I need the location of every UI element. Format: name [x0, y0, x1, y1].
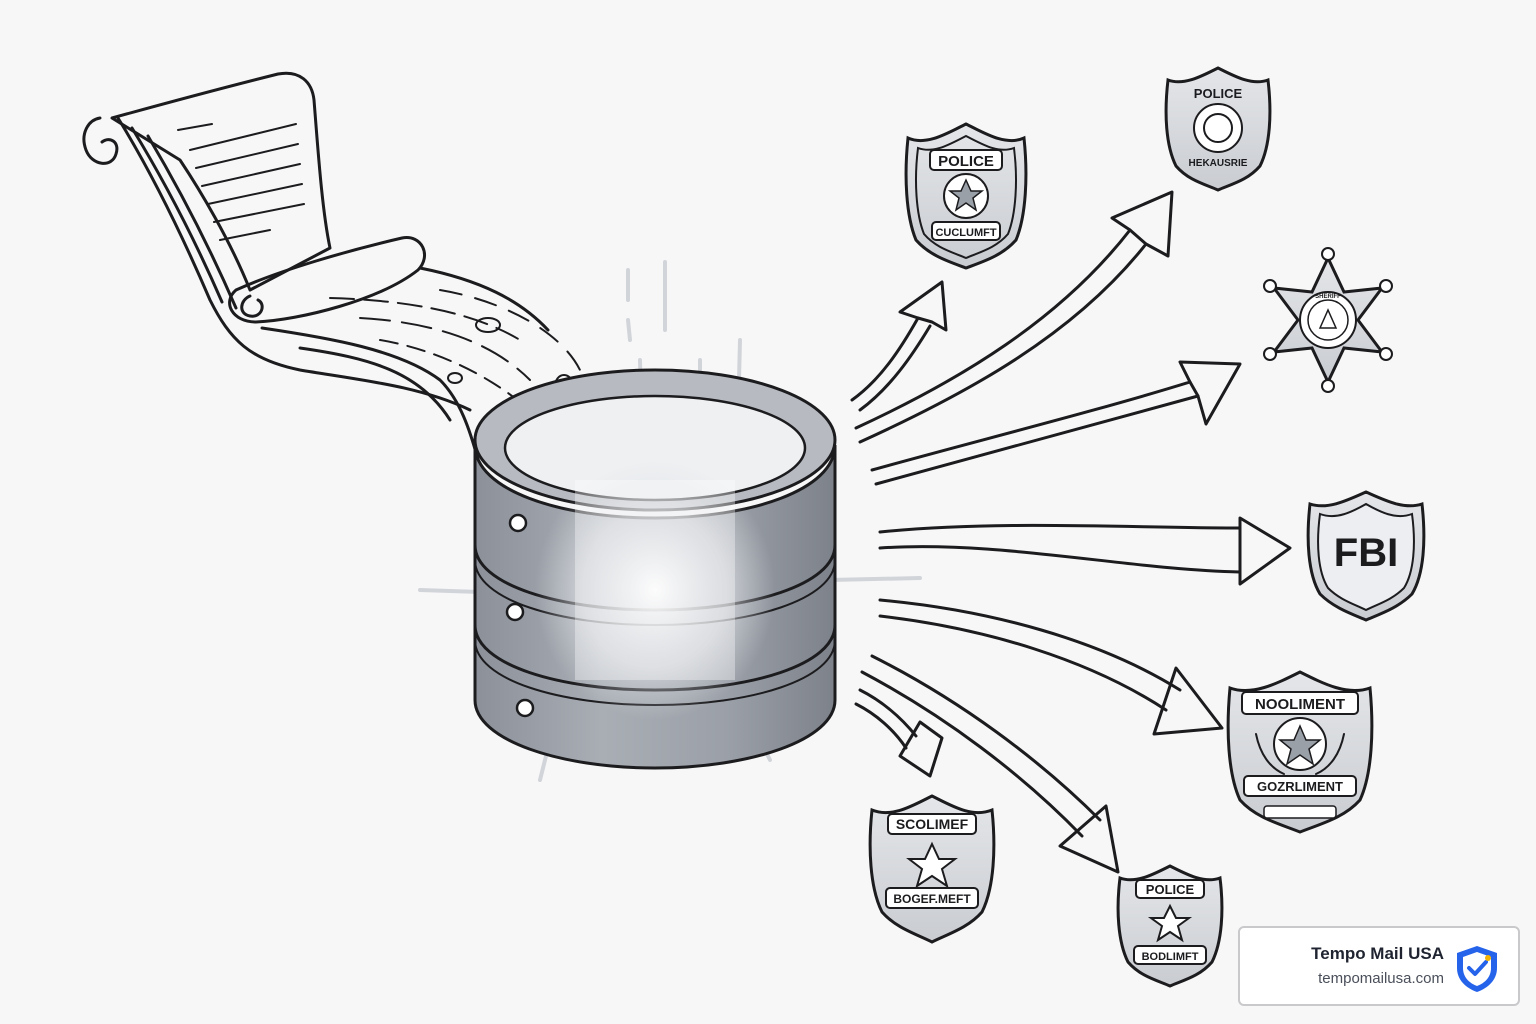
arrow-to-bottom-center-badge [860, 654, 1120, 874]
department-badge-icon: NOOLIMENT GOZRLIMENT [1226, 670, 1374, 834]
badge-top-text: POLICE [1194, 86, 1243, 101]
police-badge-icon: SCOLIMEF BOGEF.MEFT [868, 794, 996, 944]
sheriff-star-badge-icon: SHERIFF [1263, 247, 1393, 393]
shield-check-icon [1457, 946, 1497, 992]
arrow-to-fbi [878, 516, 1292, 586]
badge-top-text: NOOLIMENT [1255, 696, 1345, 713]
arrow-to-police-top-left [850, 280, 948, 412]
arrow-to-bottom-left-badge [854, 688, 944, 778]
badge-top-text: POLICE [938, 153, 994, 170]
badge-ring-text: SHERIFF [1315, 294, 1341, 300]
arrow-to-sheriff-star [870, 360, 1242, 486]
fbi-badge-icon: FBI [1306, 490, 1426, 622]
bolt-icon [515, 698, 535, 718]
brand-card[interactable]: Tempo Mail USA tempomailusa.com [1238, 926, 1520, 1006]
laurel-icon [1315, 733, 1345, 775]
badge-bottom-text: CUCLUMFT [935, 227, 996, 239]
brand-url[interactable]: tempomailusa.com [1318, 970, 1444, 987]
badge-top-text: POLICE [1146, 882, 1195, 897]
badge-bottom-text: BODLIMFT [1142, 951, 1199, 963]
bolt-icon [508, 513, 528, 533]
badge-top-text: SCOLIMEF [896, 816, 969, 832]
scales-icon [1318, 308, 1338, 329]
police-badge-icon: POLICE HEKAUSRIE [1164, 66, 1272, 192]
brand-name: Tempo Mail USA [1311, 944, 1444, 963]
star-icon [1277, 724, 1323, 766]
badge-bottom-text: BOGEF.MEFT [893, 892, 971, 906]
badge-bottom-text: HEKAUSRIE [1189, 158, 1248, 169]
badge-bottom-text: GOZRLIMENT [1257, 779, 1343, 794]
star-icon [1147, 903, 1193, 943]
fbi-label: FBI [1334, 531, 1398, 575]
document-text-lines [177, 123, 305, 241]
police-badge-icon: POLICE BODLIMFT [1116, 864, 1224, 988]
brand-text: Tempo Mail USA tempomailusa.com [1311, 944, 1444, 987]
star-icon [947, 178, 985, 212]
arrow-to-police-top-right [854, 190, 1174, 444]
police-badge-icon: POLICE CUCLUMFT [904, 122, 1028, 270]
distribution-arrows [850, 190, 1292, 874]
arrow-to-department-large [878, 598, 1224, 736]
bolt-icon [505, 602, 525, 622]
laurel-icon [1255, 733, 1285, 775]
database-cylinder-icon [418, 260, 922, 782]
star-icon [906, 841, 958, 889]
